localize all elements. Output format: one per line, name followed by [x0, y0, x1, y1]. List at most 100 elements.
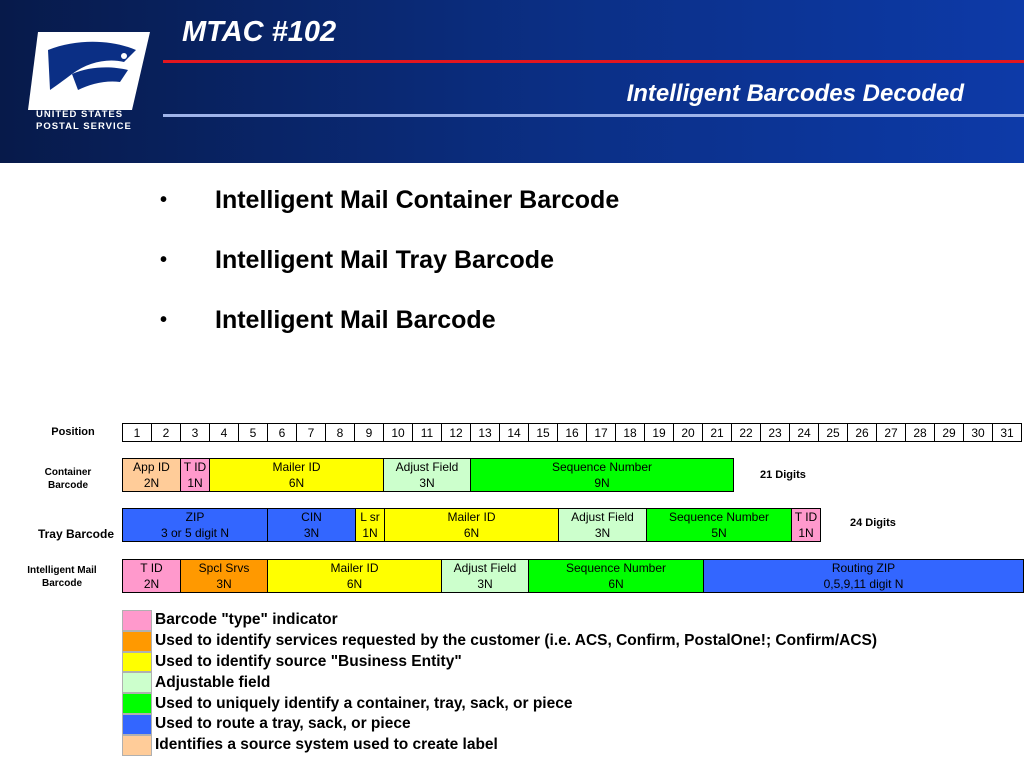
- legend-item: Used to uniquely identify a container, t…: [122, 693, 877, 714]
- position-cell: 5: [238, 423, 268, 442]
- legend-item: Used to route a tray, sack, or piece: [122, 713, 877, 735]
- position-cell: 13: [470, 423, 500, 442]
- segment-length: 2N: [143, 476, 160, 490]
- usps-eagle-logo-icon: [28, 32, 150, 110]
- segment-length: 5N: [711, 526, 727, 540]
- position-cell: 29: [934, 423, 964, 442]
- position-cell: 28: [905, 423, 935, 442]
- header-banner: UNITED STATES POSTAL SERVICE MTAC #102 I…: [0, 0, 1024, 163]
- segment-length: 6N: [288, 476, 305, 490]
- segment-name: Adjust Field: [571, 510, 634, 524]
- segment-name: CIN: [301, 510, 322, 524]
- bullet-dot-icon: •: [160, 189, 168, 211]
- bullet-list: •Intelligent Mail Container Barcode •Int…: [160, 186, 619, 366]
- tray-segment: Sequence Number 5N: [646, 508, 792, 542]
- legend-item: Barcode "type" indicator: [122, 610, 877, 631]
- position-cell: 6: [267, 423, 297, 442]
- page-subtitle: Intelligent Barcodes Decoded: [626, 80, 964, 107]
- segment-name: Sequence Number: [565, 561, 667, 575]
- segment-name: T ID: [140, 561, 163, 575]
- position-cell: 22: [731, 423, 761, 442]
- segment-length: 3N: [303, 526, 320, 540]
- position-cell: 14: [499, 423, 529, 442]
- imb-segment: Sequence Number 6N: [528, 559, 704, 593]
- segment-length: 3N: [477, 577, 493, 591]
- bullet-item: •Intelligent Mail Barcode: [160, 306, 496, 334]
- position-cell: 27: [876, 423, 906, 442]
- position-cell: 11: [412, 423, 442, 442]
- segment-length: 6N: [346, 577, 363, 591]
- segment-length: 9N: [594, 476, 610, 490]
- segment-name: Mailer ID: [447, 510, 496, 524]
- legend-swatch: [122, 630, 152, 652]
- container-segment: Sequence Number 9N: [470, 458, 734, 492]
- segment-name: ZIP: [185, 510, 205, 524]
- position-cell: 16: [557, 423, 587, 442]
- tray-segment: CIN 3N: [267, 508, 356, 542]
- segment-name: Adjust Field: [453, 561, 517, 575]
- segment-name: T ID: [794, 510, 818, 524]
- page-title: MTAC #102: [182, 16, 337, 48]
- bullet-dot-icon: •: [160, 249, 168, 271]
- position-cell: 8: [325, 423, 355, 442]
- segment-name: L sr: [360, 510, 380, 524]
- position-cell: 7: [296, 423, 326, 442]
- segment-name: Sequence Number: [551, 460, 653, 474]
- legend-item: Identifies a source system used to creat…: [122, 734, 877, 756]
- segment-length: 3N: [216, 577, 232, 591]
- legend-item: Used to identify source "Business Entity…: [122, 651, 877, 673]
- segment-name: T ID: [183, 460, 207, 474]
- position-row-label: Position: [51, 426, 95, 438]
- position-cell: 10: [383, 423, 413, 442]
- legend-text: Used to uniquely identify a container, t…: [155, 694, 573, 712]
- segment-name: Spcl Srvs: [198, 561, 250, 575]
- imb-segment: Spcl Srvs 3N: [180, 559, 268, 593]
- segment-length: 6N: [463, 526, 480, 540]
- bullet-item: •Intelligent Mail Tray Barcode: [160, 246, 554, 274]
- position-cell: 23: [760, 423, 790, 442]
- position-cell: 30: [963, 423, 993, 442]
- segment-name: App ID: [133, 460, 170, 474]
- legend-text: Identifies a source system used to creat…: [155, 736, 498, 754]
- segment-length: 6N: [608, 577, 624, 591]
- segment-name: Mailer ID: [272, 460, 321, 474]
- legend-item: Adjustable field: [122, 672, 877, 694]
- position-cell: 24: [789, 423, 819, 442]
- position-cell: 15: [528, 423, 558, 442]
- position-cell: 4: [209, 423, 239, 442]
- position-cell: 31: [992, 423, 1022, 442]
- position-cell: 17: [586, 423, 616, 442]
- container-digit-count: 21 Digits: [760, 469, 806, 481]
- segment-length: 1N: [187, 476, 203, 490]
- imb-segment: Adjust Field 3N: [441, 559, 529, 593]
- segment-name: Sequence Number: [668, 510, 770, 524]
- legend-swatch: [122, 713, 152, 735]
- segment-length: 3N: [419, 476, 435, 490]
- legend-text: Used to identify services requested by t…: [155, 632, 878, 650]
- legend-text: Used to route a tray, sack, or piece: [155, 715, 411, 733]
- segment-length: 3 or 5 digit N: [160, 526, 230, 540]
- position-cell: 20: [673, 423, 703, 442]
- legend-item: Used to identify services requested by t…: [122, 630, 878, 652]
- position-cell: 9: [354, 423, 384, 442]
- legend-text: Adjustable field: [155, 673, 271, 691]
- container-segment: Mailer ID 6N: [209, 458, 384, 492]
- bullet-dot-icon: •: [160, 309, 168, 331]
- tray-row-label: Tray Barcode: [37, 527, 115, 541]
- position-cell: 25: [818, 423, 848, 442]
- position-cell: 1: [122, 423, 152, 442]
- position-cell: 21: [702, 423, 732, 442]
- position-cell: 26: [847, 423, 877, 442]
